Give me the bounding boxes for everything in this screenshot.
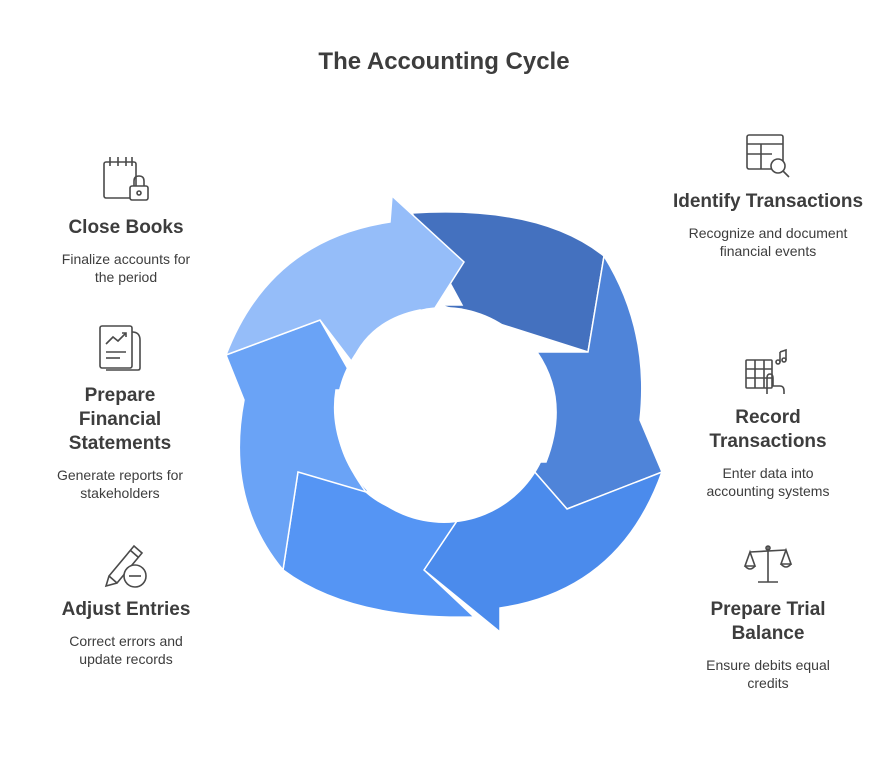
step-title: Prepare Financial Statements [68,385,172,454]
step-description: Ensure debits equal credits [706,657,830,691]
diagram-title: The Accounting Cycle [318,48,570,75]
spreadsheet-touch-icon [745,348,787,394]
table-search-icon [746,134,790,178]
step-identify-transactions: Identify Transactions Recognize and docu… [668,132,868,260]
cycle-center-hole [336,307,552,523]
step-title: Identify Transactions [672,191,864,212]
balance-scale-icon [743,545,793,583]
step-adjust-entries: Adjust Entries Correct errors and update… [26,540,226,668]
step-title: Record Transactions [709,407,827,452]
step-record-transactions: Record Transactions Enter data into acco… [668,348,868,500]
step-title: Close Books [68,217,184,238]
step-description: Finalize accounts for the period [61,251,191,285]
step-financial-statements: Prepare Financial Statements Generate re… [20,322,220,502]
step-description: Correct errors and update records [69,633,183,667]
pencil-minus-icon [104,544,147,588]
step-description: Recognize and document financial events [688,225,848,259]
step-close-books: Close Books Finalize accounts for the pe… [26,154,226,286]
segment-close-books [224,194,465,364]
step-trial-balance: Prepare Trial Balance Ensure debits equa… [668,540,868,692]
step-description: Enter data into accounting systems [706,465,830,499]
step-description: Generate reports for stakeholders [56,467,184,501]
report-chart-icon [99,325,141,371]
calendar-lock-icon [103,157,149,201]
step-title: Adjust Entries [61,599,191,620]
step-title: Prepare Trial Balance [710,599,826,644]
